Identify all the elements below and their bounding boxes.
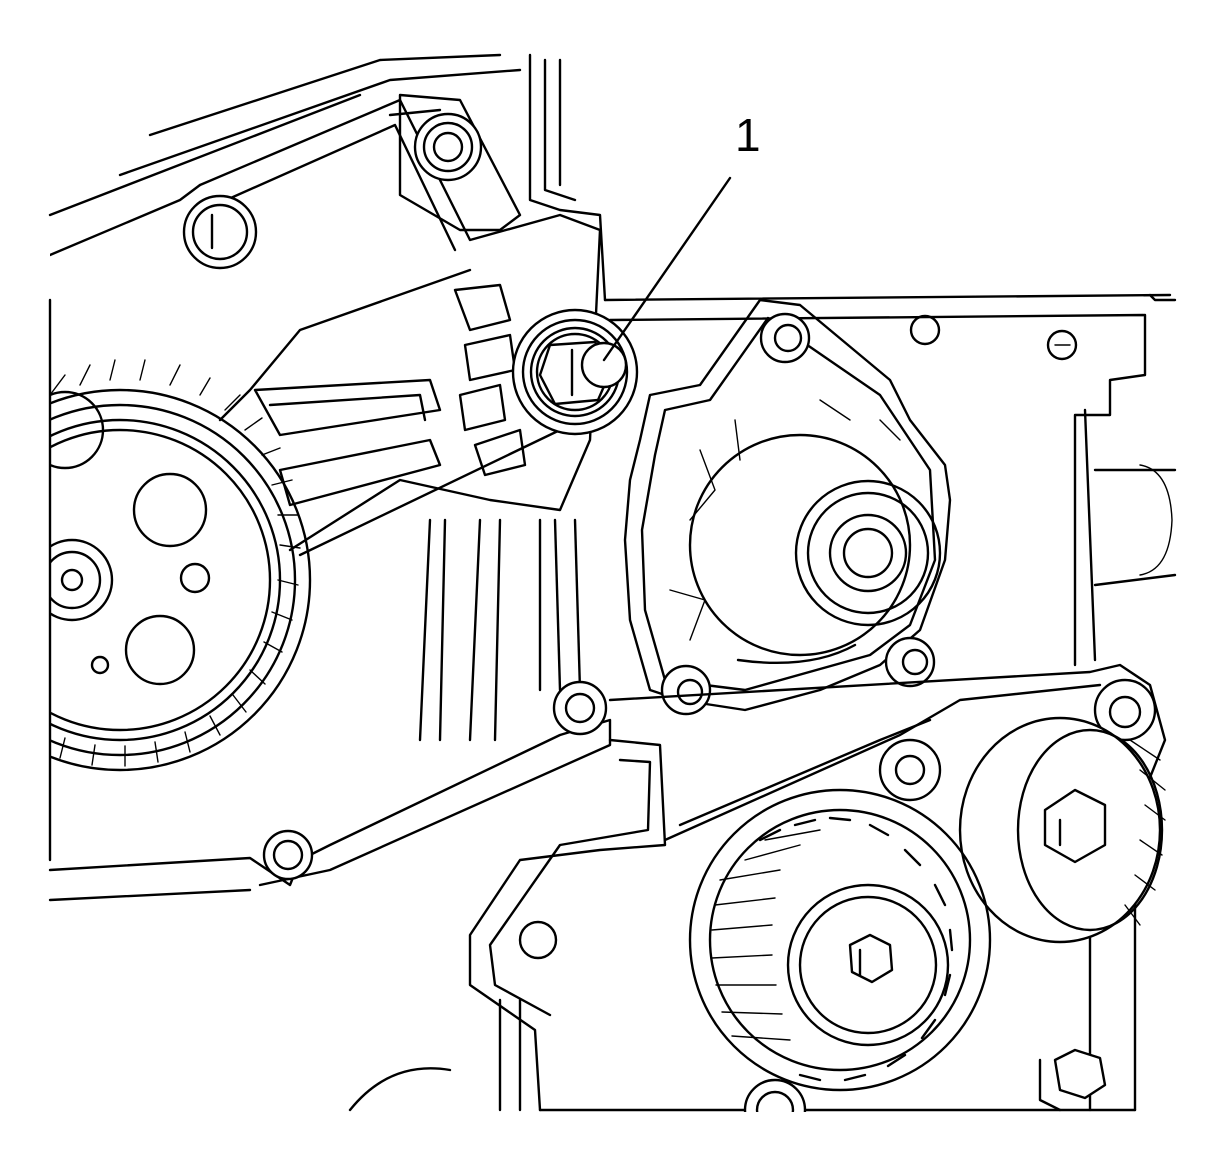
housing-bolts xyxy=(182,112,483,270)
upper-engine-housing xyxy=(48,53,1177,667)
callout-leader-line xyxy=(602,176,732,362)
camshaft-sprocket xyxy=(0,230,312,862)
callout-1 xyxy=(602,176,732,362)
callout-label-1: 1 xyxy=(735,109,761,161)
crankshaft-sprocket xyxy=(688,788,1107,1142)
idler-pulley xyxy=(958,716,1166,944)
water-pump-assembly xyxy=(623,298,952,716)
lower-engine-housing xyxy=(48,663,1167,1112)
tensioner-bolt xyxy=(511,308,639,436)
